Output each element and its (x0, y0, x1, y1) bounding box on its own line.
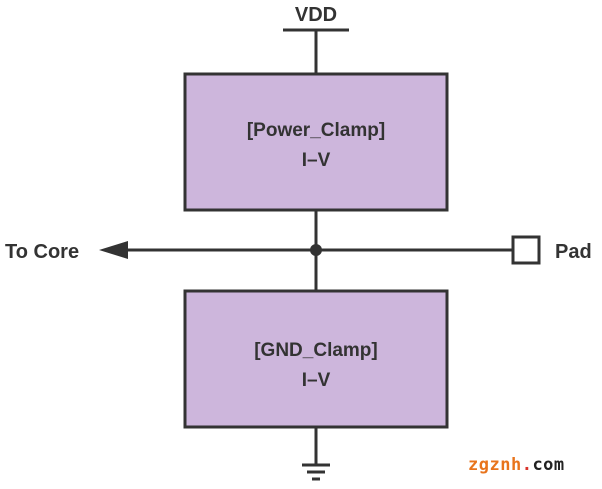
power-clamp-name: [Power_Clamp] (247, 120, 385, 141)
watermark-part1: zgznh (468, 455, 522, 475)
pad-square (511, 235, 541, 265)
gnd-clamp-curve: I–V (302, 370, 331, 391)
ground-symbol-icon (302, 463, 330, 481)
watermark-part2: com (532, 455, 565, 475)
power-clamp-block (183, 72, 449, 212)
gnd-clamp-name: [GND_Clamp] (254, 340, 378, 361)
gnd-clamp-block (183, 289, 449, 429)
watermark-dot: . (521, 455, 533, 475)
vdd-label: VDD (295, 4, 337, 26)
to-core-arrowhead (99, 241, 128, 259)
to-core-label: To Core (5, 241, 79, 263)
watermark: zgznh.com (468, 455, 565, 475)
pad-label: Pad (555, 241, 592, 263)
power-clamp-curve: I–V (302, 150, 331, 171)
